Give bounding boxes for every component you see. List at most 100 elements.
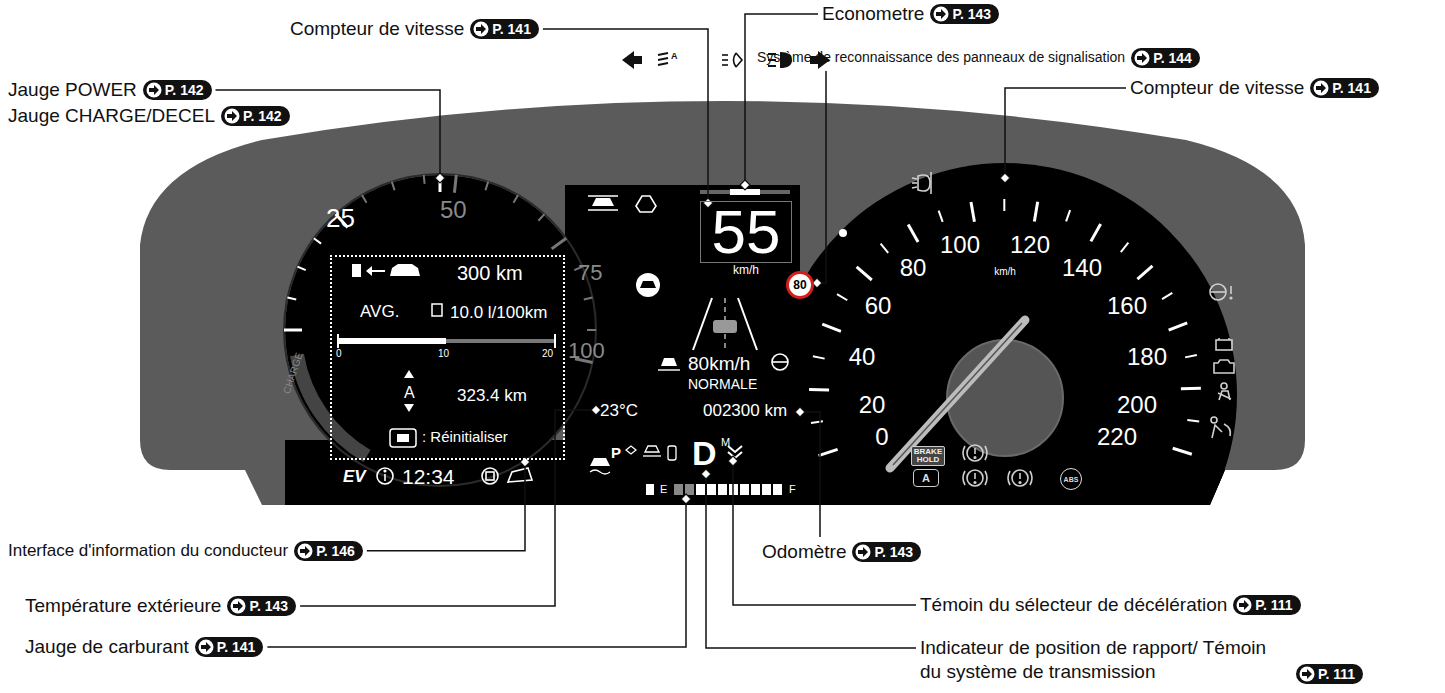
page-ref: P. 143 xyxy=(874,543,913,561)
power-tick xyxy=(314,238,321,243)
speed-number: km/h xyxy=(994,267,1016,277)
center-icons xyxy=(626,446,636,454)
dial-text: NORMALE xyxy=(688,377,757,391)
center-icons xyxy=(674,484,782,495)
speed-tick xyxy=(1091,224,1101,241)
brake-hold-box: BRAKE HOLD xyxy=(911,446,945,466)
warning-icons xyxy=(1211,291,1225,293)
arrow-icon xyxy=(198,639,213,654)
dial-text: P xyxy=(611,445,621,460)
node-text: BRAKE HOLD xyxy=(912,448,944,464)
leader-dot xyxy=(1000,173,1010,183)
leader-dot xyxy=(435,173,445,183)
callout: Jauge de carburantP. 141 xyxy=(25,635,263,659)
speed-tick xyxy=(1121,243,1129,252)
arrow-icon xyxy=(1137,53,1147,63)
arrow-icon xyxy=(1299,666,1315,682)
left-gauge xyxy=(297,355,367,456)
dial-text: 12:34 xyxy=(402,466,455,487)
page-ref-pill: P. 142 xyxy=(221,106,290,126)
leader-dot xyxy=(591,405,601,415)
arrow-icon xyxy=(1313,80,1329,96)
speed-tick xyxy=(1034,202,1037,222)
dial-text: 50 xyxy=(440,198,467,222)
speed-tick xyxy=(1137,266,1152,279)
center-icons xyxy=(645,446,659,452)
top-indicators xyxy=(658,53,668,65)
arrow-icon xyxy=(198,639,214,655)
power-tick xyxy=(362,195,367,203)
top-indicators xyxy=(734,53,743,67)
node-text: 300 km xyxy=(457,263,523,283)
dial-text: 80km/h xyxy=(688,354,750,373)
arrow-icon xyxy=(233,601,243,611)
center-icons xyxy=(772,354,788,370)
power-tick xyxy=(584,298,593,300)
arrow-icon xyxy=(474,21,489,36)
node-text: : Réinitialiser xyxy=(422,429,508,444)
speed-number: 200 xyxy=(1117,393,1157,417)
callout-label: Jauge CHARGE/DECEL xyxy=(8,104,215,128)
arrow-icon xyxy=(149,85,159,95)
leader-dot xyxy=(703,198,713,208)
fuel-segment xyxy=(696,484,705,495)
page-ref: P. 146 xyxy=(316,542,355,560)
speed-tick xyxy=(809,388,829,392)
page-ref-pill: P. 142 xyxy=(143,80,212,100)
top-indicators xyxy=(768,65,776,67)
center-icons xyxy=(661,358,677,366)
leader-line xyxy=(267,499,686,647)
callout-label: Jauge POWER xyxy=(8,78,137,102)
power-tick xyxy=(514,195,519,203)
arrow-icon xyxy=(1302,669,1312,679)
speed-tick xyxy=(908,225,918,242)
callout-label: Interface d'information du conducteur xyxy=(8,540,288,561)
warning-icons xyxy=(1218,391,1231,400)
leader-line xyxy=(800,412,820,537)
center-icons xyxy=(693,298,712,350)
warning-icons xyxy=(1216,340,1232,350)
page-ref-pill: P. 141 xyxy=(470,19,539,39)
page-ref: P. 141 xyxy=(1332,79,1371,97)
arrow-icon xyxy=(231,598,246,613)
top-indicators xyxy=(658,53,668,55)
top-indicators xyxy=(722,64,728,66)
arrow-icon xyxy=(201,642,211,652)
status-icons xyxy=(482,468,498,484)
center-icons xyxy=(588,189,790,495)
page-ref-pill: P. 143 xyxy=(852,542,921,562)
center-icons xyxy=(728,452,742,458)
speed-number: 180 xyxy=(1127,345,1167,369)
fuel-segment xyxy=(773,484,782,495)
warning-icons xyxy=(1218,338,1220,340)
dial-text: A xyxy=(671,52,678,61)
arrow-icon xyxy=(300,546,310,556)
left-gauge xyxy=(284,174,596,486)
dial-text: 100 xyxy=(568,340,605,362)
leader-line xyxy=(367,462,525,551)
speedometer xyxy=(947,340,1063,456)
arrow-icon xyxy=(298,543,313,558)
warning-icons xyxy=(912,182,917,184)
speed-number: 40 xyxy=(849,345,876,369)
top-indicators xyxy=(658,58,668,60)
callout-label: Odomètre xyxy=(762,540,846,564)
page-ref: P. 143 xyxy=(952,5,991,23)
center-icons xyxy=(646,484,654,495)
power-tick xyxy=(423,175,426,184)
page-ref: P. 111 xyxy=(1318,665,1355,683)
status-icons xyxy=(377,468,393,484)
warning-icons xyxy=(963,446,987,460)
center-icons xyxy=(713,320,737,333)
arrow-icon xyxy=(473,21,489,37)
warning-icons xyxy=(1212,424,1230,438)
warning-icons xyxy=(1210,284,1226,300)
speedometer xyxy=(893,323,1022,465)
callout: Indicateur de position de rapport/ Témoi… xyxy=(920,636,1363,684)
dial-text: 23°C xyxy=(600,402,638,419)
node-text: AVG. xyxy=(360,303,399,320)
arrow-icon xyxy=(224,108,240,124)
dial-text: CHARGE xyxy=(282,351,305,395)
